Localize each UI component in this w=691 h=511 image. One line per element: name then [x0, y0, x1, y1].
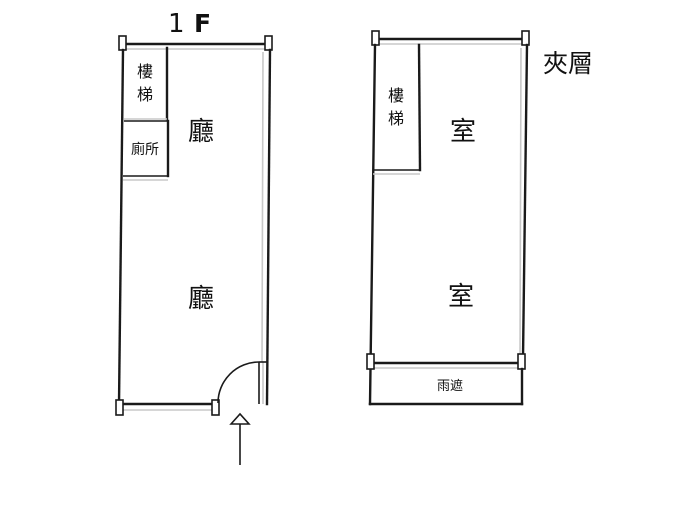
mezzanine-right-wall-shade: [519, 47, 522, 359]
ground-floor-right-wall-shade: [261, 51, 264, 363]
mezzanine-stairs-right-wall: [417, 43, 422, 172]
ground-floor-wall-cap-bottom-left: [115, 399, 124, 416]
mezzanine-wall-cap-top-right: [521, 30, 530, 46]
mezzanine-wall-cap-top-left: [371, 30, 380, 46]
mezzanine-stairs-label-2: 梯: [388, 109, 404, 128]
ground-floor-toilet-label: 廁所: [131, 141, 159, 158]
mezzanine-title: 夾層: [543, 49, 593, 78]
mezzanine-plan: 夾層 雨遮 樓 梯 室 室: [366, 30, 593, 406]
ground-floor-right-wall: [265, 48, 272, 406]
ground-floor-title-number: 1: [168, 9, 185, 39]
entrance-arrow-head: [229, 412, 251, 425]
ground-floor-title-letter: F: [194, 9, 211, 38]
ground-floor-wall-cap-top-left: [118, 35, 127, 51]
mezzanine-room-upper-label: 室: [450, 117, 476, 147]
ground-floor-plan: 1 F 樓 梯 廁所: [115, 9, 273, 465]
ground-floor-hall-upper-label: 廳: [188, 117, 214, 147]
mezzanine-room-lower-label: 室: [448, 282, 474, 312]
mezzanine-stairs-label-1: 樓: [388, 86, 404, 105]
ground-floor-stairs-label-1: 樓: [137, 62, 153, 81]
mezzanine-left-wall: [368, 43, 377, 406]
ground-floor-stairs-label-2: 梯: [137, 85, 153, 104]
mezzanine-wall-cap-canopy-right: [517, 353, 526, 370]
ground-floor-hall-lower-label: 廳: [188, 284, 214, 314]
entrance-door-swing: [217, 361, 260, 404]
mezzanine-canopy-label: 雨遮: [437, 378, 463, 394]
ground-floor-left-wall: [117, 48, 125, 406]
ground-floor-wall-cap-top-right: [264, 35, 273, 51]
mezzanine-wall-cap-canopy-left: [366, 353, 375, 370]
ground-floor-wall-cap-bottom-door: [211, 399, 220, 416]
mezzanine-right-wall: [521, 43, 529, 360]
